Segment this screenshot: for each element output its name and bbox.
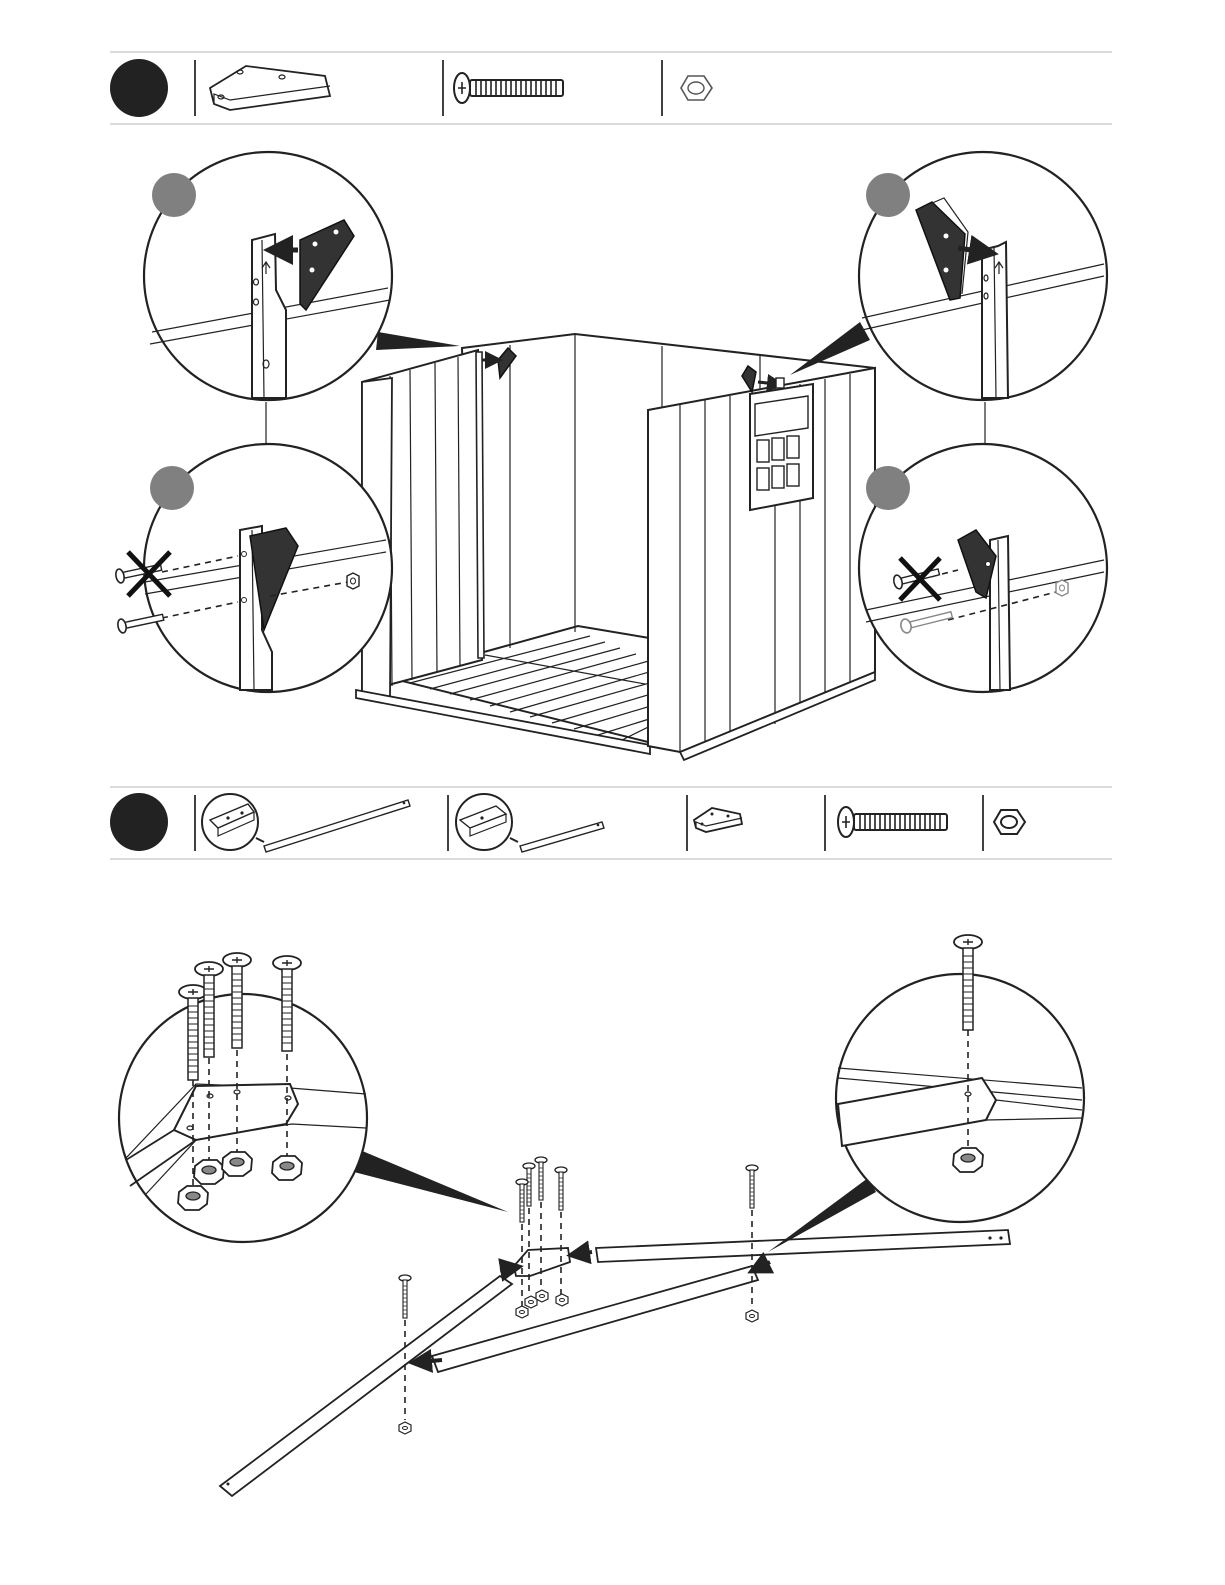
shed-illustration — [356, 322, 875, 760]
detail-marker-4 — [866, 466, 910, 510]
long-roof-beam-icon — [202, 794, 410, 852]
step-marker-b — [110, 793, 168, 851]
detail-view-3 — [115, 444, 392, 692]
shed-window — [750, 384, 813, 510]
detail-marker-1 — [152, 173, 196, 217]
detail-view-4 — [859, 444, 1107, 692]
detail-view-6 — [836, 935, 1084, 1222]
step-marker-a — [110, 59, 168, 117]
short-roof-beam-icon — [456, 794, 604, 852]
detail-view-2 — [859, 152, 1107, 400]
bolt-icon-2 — [838, 807, 947, 837]
detail-marker-2 — [866, 173, 910, 217]
corner-bracket-icon-2 — [694, 808, 742, 832]
hardware-row-bottom — [110, 787, 1112, 859]
detail-marker-3 — [150, 466, 194, 510]
detail-view-5 — [119, 953, 367, 1242]
hex-nut-icon — [681, 76, 712, 100]
hardware-row-top — [110, 52, 1112, 124]
bolt-icon — [454, 73, 563, 103]
detail-view-1 — [144, 152, 392, 400]
hex-nut-icon-2 — [994, 810, 1025, 834]
corner-bracket-icon — [210, 66, 330, 110]
